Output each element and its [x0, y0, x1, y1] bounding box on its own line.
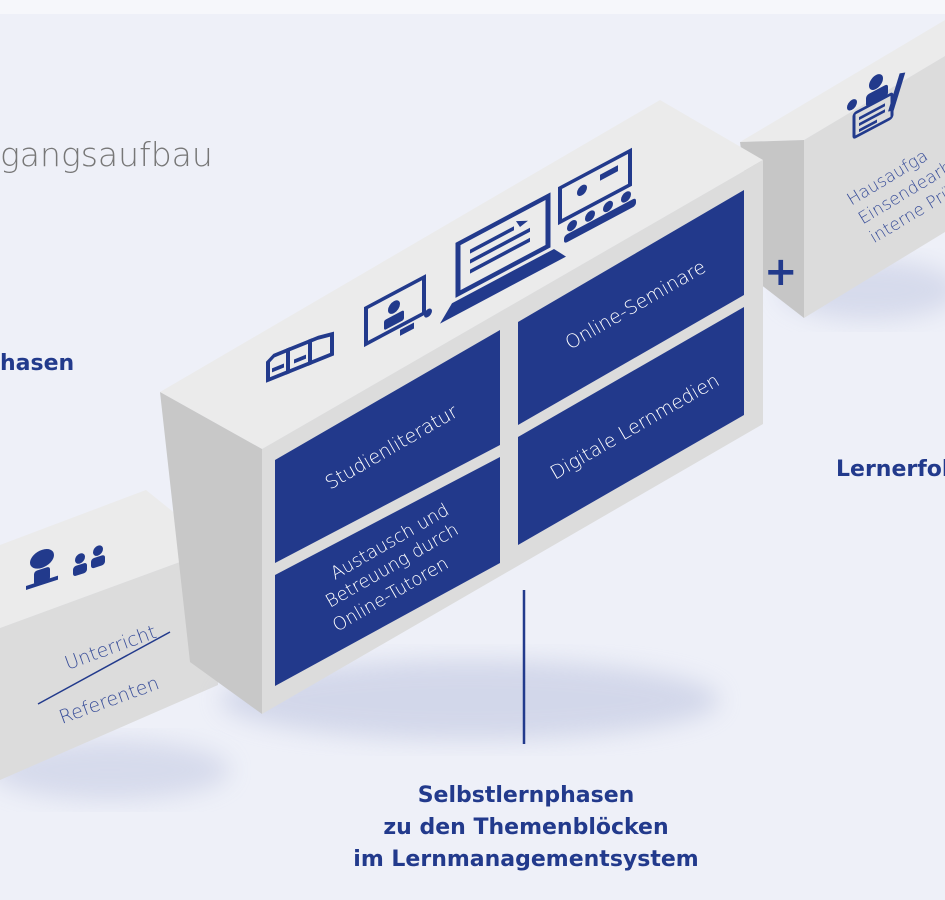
center-block: Studienliteratur Online-Seminare Austaus…: [160, 100, 763, 740]
top-band: [0, 0, 945, 14]
plus-right: +: [764, 249, 798, 295]
left-divider: [37, 631, 171, 705]
caption-line-3: im Lernmanagementsystem: [353, 847, 698, 872]
classroom-icon: [26, 545, 105, 591]
center-block-side: [160, 392, 262, 714]
label-right: Lernerfol: [836, 457, 945, 482]
panel-studienliteratur: [275, 330, 500, 563]
right-block-front: [804, 56, 945, 318]
left-block-top: [0, 490, 218, 628]
left-block-front: [0, 548, 218, 780]
page-title: gangsaufbau: [0, 135, 213, 174]
right-block-top: [740, 20, 945, 142]
homework-icon: [847, 72, 906, 139]
left-block: Unterricht Referenten: [0, 490, 230, 800]
panel-austausch: [275, 457, 500, 686]
panel-online-seminare: [518, 190, 744, 425]
caption-line-2: zu den Themenblöcken: [383, 815, 668, 840]
presentation-icon: [364, 274, 432, 348]
panel-digitale-lernmedien: [518, 307, 744, 545]
right-block: Hausaufga Einsendearb interne Prü: [740, 20, 945, 320]
webinar-icon: [558, 147, 636, 243]
label-left: hasen: [0, 351, 74, 376]
laptop-icon: [440, 192, 566, 324]
books-icon: [266, 331, 334, 383]
caption-line-1: Selbstlernphasen: [418, 783, 635, 808]
